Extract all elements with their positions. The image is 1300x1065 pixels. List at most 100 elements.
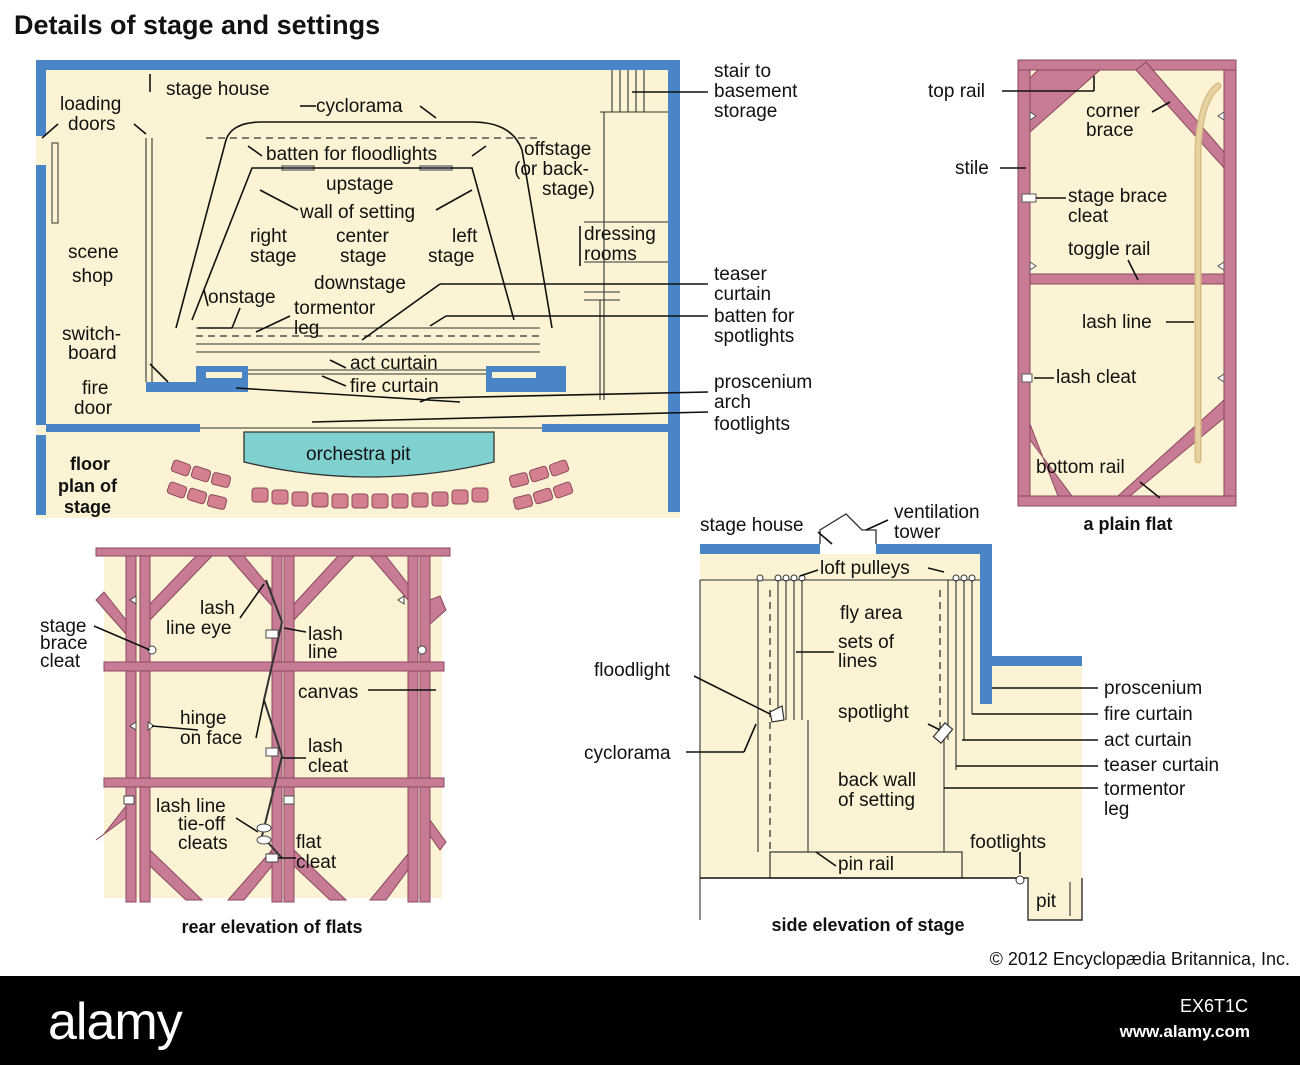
ventilation-tower [819, 513, 877, 544]
label-pit: pit [1036, 891, 1057, 912]
flat-top-rail [1017, 59, 1237, 71]
side-roof-left [700, 544, 820, 554]
svg-text:top rail: top rail [928, 81, 985, 102]
label-stage-house: stage house [166, 79, 270, 100]
label-toggle-rail: toggle rail [1068, 239, 1150, 260]
image-code: EX6T1C [1179, 996, 1248, 1016]
svg-text:side elevation of stage: side elevation of stage [771, 915, 964, 935]
svg-text:fire curtain: fire curtain [1104, 704, 1193, 725]
label-pin-rail: pin rail [838, 854, 894, 875]
side-wall-right [980, 544, 992, 664]
label-right-stage: right [250, 226, 288, 247]
label-corner-brace: corner [1086, 101, 1141, 122]
stock-url[interactable]: www.alamy.com [1119, 1022, 1250, 1041]
svg-text:toggle rail: toggle rail [1068, 239, 1150, 260]
svg-text:lash line: lash line [1082, 312, 1152, 333]
svg-text:footlights: footlights [714, 414, 790, 435]
side-roof-right [876, 544, 992, 554]
svg-text:upstage: upstage [326, 174, 394, 195]
label-cyclorama: cyclorama [316, 96, 403, 117]
svg-text:cyclorama: cyclorama [316, 96, 403, 117]
side-proscenium-roof [980, 656, 1082, 666]
label-lash-line-eye: lash [200, 598, 235, 619]
label-orchestra-pit: orchestra pit [306, 444, 411, 465]
label-fire-door: fire [82, 378, 108, 399]
label-onstage: onstage [208, 287, 276, 308]
proscenium-pier-right [486, 366, 566, 392]
svg-text:onstage: onstage [208, 287, 276, 308]
label-proscenium: proscenium [1104, 678, 1202, 699]
side-elevation-caption: side elevation of stage [771, 915, 964, 935]
label-act-curtain: act curtain [350, 353, 438, 374]
label-side-tormentor-leg: tormentor [1104, 779, 1186, 800]
label-dressing-rooms: dressing [584, 224, 656, 245]
label-loading-doors: loading [60, 94, 121, 115]
label-stile: stile [955, 158, 989, 179]
label-upstage: upstage [326, 174, 394, 195]
label-floodlight: floodlight [594, 660, 671, 681]
label-switchboard: switch- [62, 324, 121, 345]
label-batten-spotlights: batten for [714, 306, 795, 327]
side-proscenium-wall [980, 666, 992, 704]
flat-bottom-rail [1017, 495, 1237, 507]
svg-text:wall of setting: wall of setting [299, 202, 415, 223]
label-lash-line-flat: lash line [1082, 312, 1152, 333]
svg-text:act curtain: act curtain [1104, 730, 1192, 751]
svg-text:orchestra pit: orchestra pit [306, 444, 411, 465]
label-side-teaser-curtain: teaser curtain [1104, 755, 1219, 776]
rear-elevation-caption: rear elevation of flats [181, 917, 362, 937]
left-wall-bottom [36, 435, 46, 515]
flat-left-stile [1017, 59, 1031, 507]
label-left-stage: left [452, 226, 478, 247]
svg-text:a plain flat: a plain flat [1083, 514, 1172, 534]
label-lash-cleat-flat: lash cleat [1056, 367, 1137, 388]
label-rear-stage-brace-cleat: stage [40, 616, 86, 637]
flat-right-stile [1223, 59, 1237, 507]
label-fire-curtain: fire curtain [350, 376, 439, 397]
proscenium-wall-left [46, 424, 200, 432]
label-sets-of-lines: sets of [838, 632, 895, 653]
svg-text:loft pulleys: loft pulleys [820, 558, 910, 579]
proscenium-block-left [146, 382, 202, 392]
label-ventilation-tower: ventilation [894, 502, 980, 523]
label-side-act-curtain: act curtain [1104, 730, 1192, 751]
label-side-cyclorama: cyclorama [584, 743, 671, 764]
label-side-fire-curtain: fire curtain [1104, 704, 1193, 725]
label-downstage: downstage [314, 273, 406, 294]
svg-text:footlights: footlights [970, 832, 1046, 853]
svg-text:stile: stile [955, 158, 989, 179]
copyright: © 2012 Encyclopædia Britannica, Inc. [990, 949, 1290, 969]
stair [584, 70, 668, 400]
svg-text:pit: pit [1036, 891, 1057, 912]
svg-text:switch-board: switch-board [62, 324, 121, 364]
back-wall [36, 60, 680, 70]
label-tie-off-cleats: lash line [156, 796, 226, 817]
svg-text:fire curtain: fire curtain [350, 376, 439, 397]
label-bottom-rail: bottom rail [1036, 457, 1125, 478]
label-stage-brace-cleat-flat: stage brace [1068, 186, 1167, 207]
label-spotlight: spotlight [838, 702, 909, 723]
audience-seats [166, 459, 574, 510]
svg-text:act curtain: act curtain [350, 353, 438, 374]
